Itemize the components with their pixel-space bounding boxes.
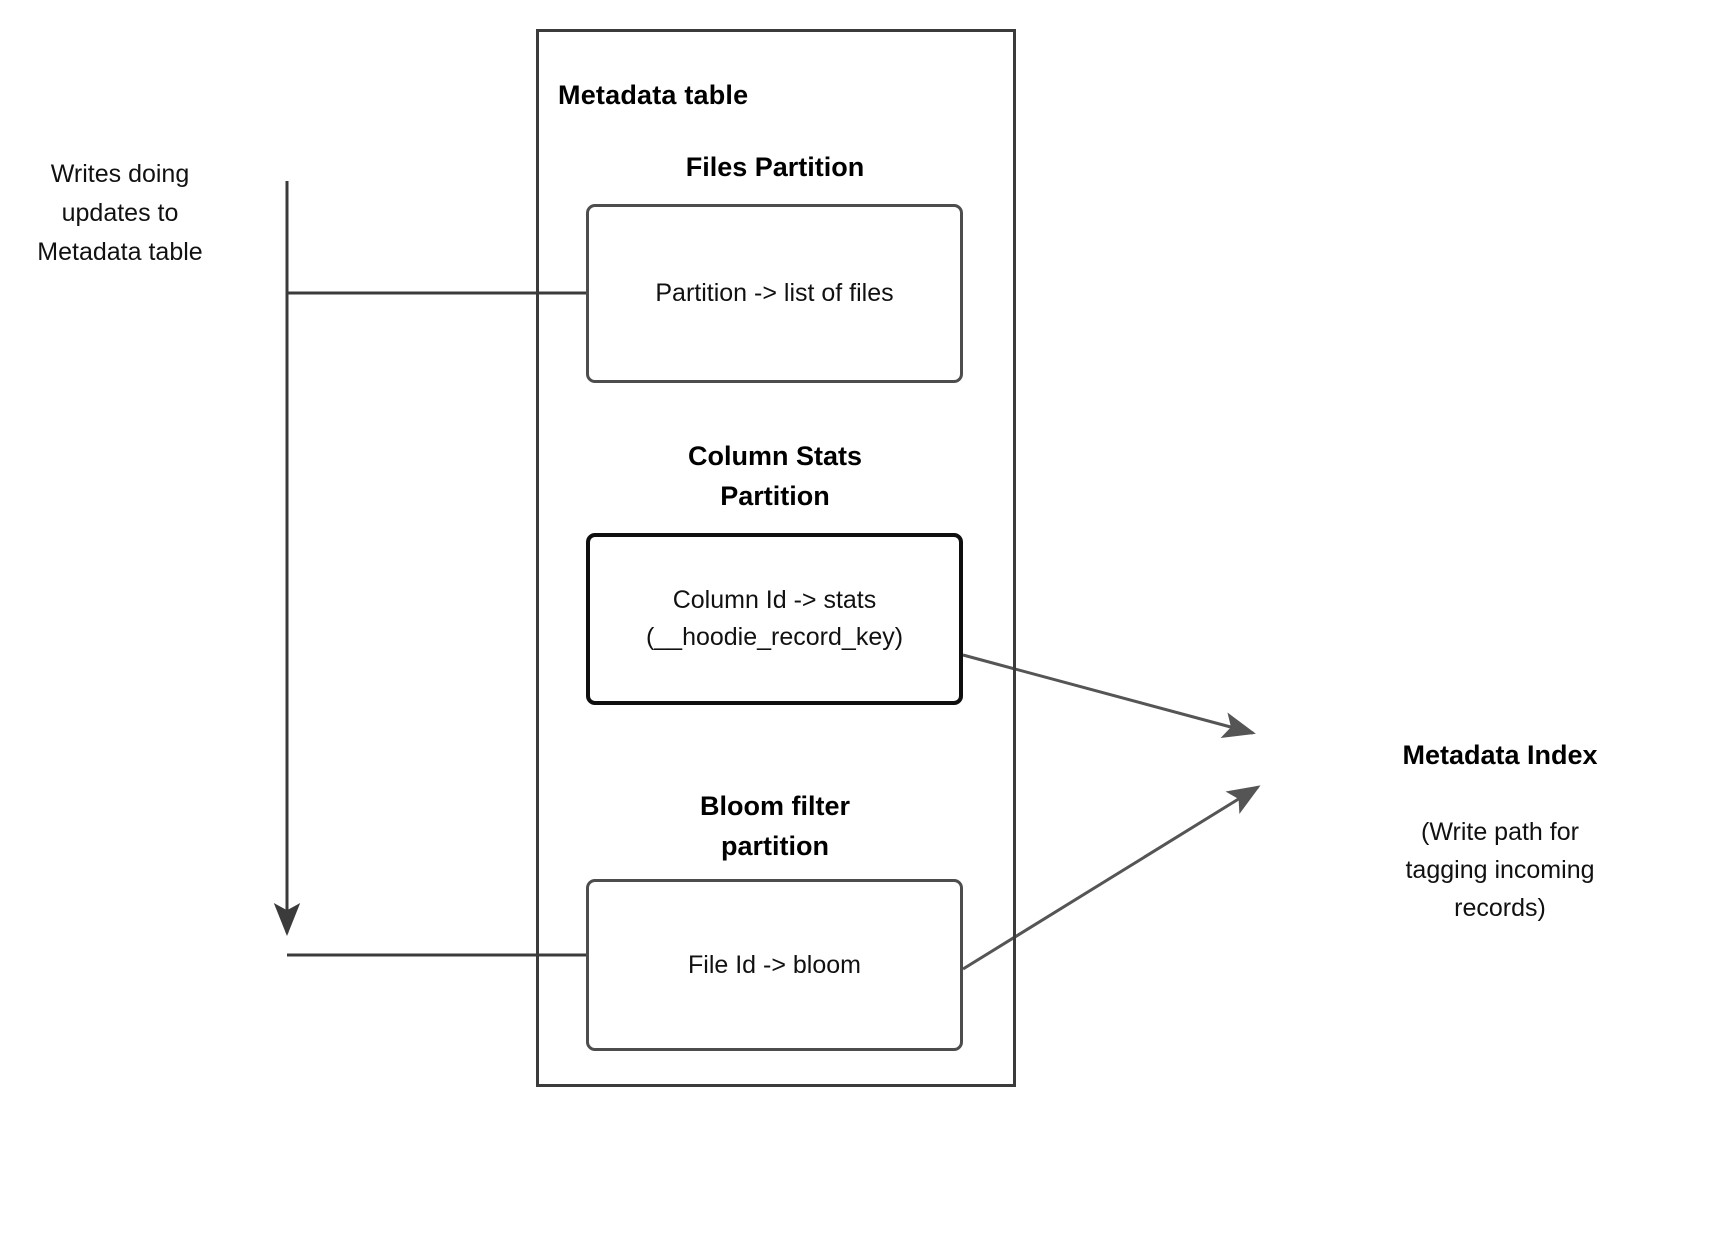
- bloom-filter-partition-heading: Bloom filter partition: [699, 791, 850, 861]
- bloom-filter-partition-box: File Id -> bloom: [586, 879, 963, 1051]
- files-partition-heading: Files Partition: [685, 152, 865, 182]
- write-path-caption: Writes doing updates to Metadata table: [37, 160, 203, 266]
- column-stats-partition-heading: Column Stats Partition: [687, 441, 862, 511]
- column-stats-partition-box: Column Id -> stats (__hoodie_record_key): [586, 533, 963, 705]
- metadata-index-label: Metadata Index: [1402, 740, 1598, 770]
- metadata-table-container: [536, 29, 1016, 1087]
- column-stats-partition-box-text: Column Id -> stats (__hoodie_record_key): [645, 586, 904, 651]
- metadata-index-description: (Write path for tagging incoming records…: [1405, 818, 1595, 922]
- files-partition-box-text: Partition -> list of files: [655, 279, 894, 307]
- bloom-filter-partition-box-text: File Id -> bloom: [688, 950, 861, 979]
- files-partition-box: Partition -> list of files: [586, 204, 963, 383]
- metadata-table-title: Metadata table: [558, 80, 749, 110]
